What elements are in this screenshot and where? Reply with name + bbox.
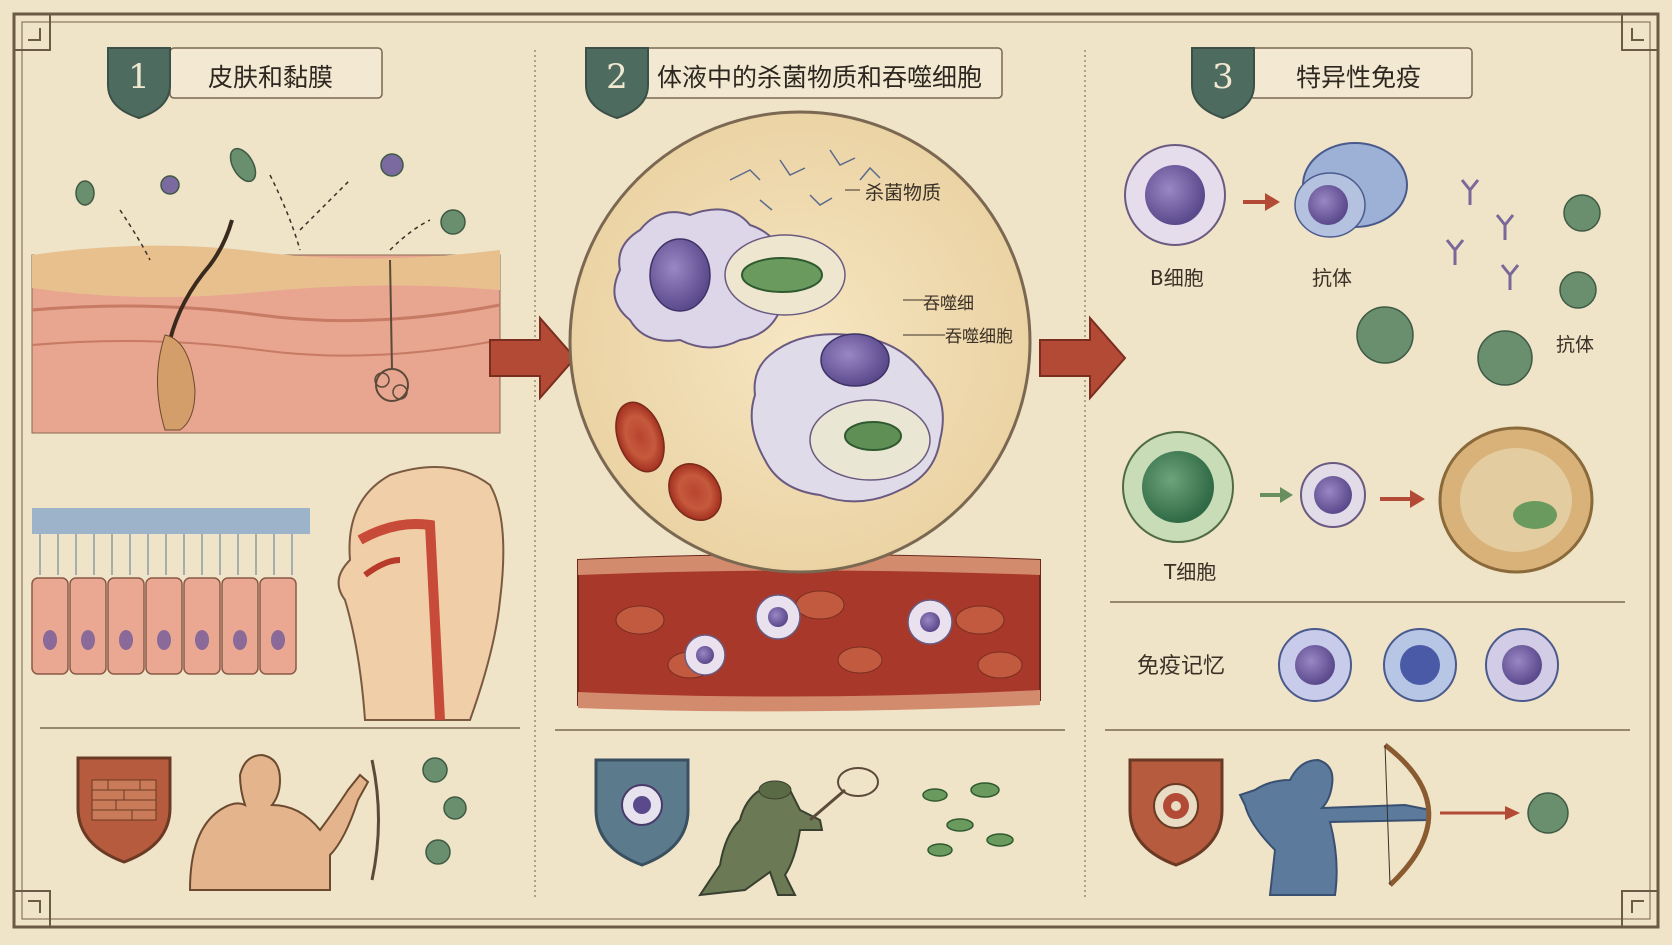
target-virus [1527, 792, 1569, 834]
shield-badge-3 [1191, 47, 1255, 120]
shield-badge-2 [585, 47, 649, 120]
panel-2-number: 2 [606, 57, 628, 97]
pathogen-trajectory-arrows [119, 174, 431, 261]
arrow-panel1-to-panel2 [489, 315, 577, 401]
head-profile-respiratory-tract [337, 466, 505, 721]
deflected-pathogens [422, 757, 467, 865]
phagocyte-soldier-scene [594, 758, 879, 897]
skin-barrier-scene [76, 753, 380, 891]
t-cell-row [1122, 426, 1594, 574]
fleeing-bacteria [922, 782, 1014, 857]
panel-1-header [107, 47, 383, 120]
magnified-view-circle [568, 110, 1032, 574]
panel-dividers [534, 50, 1086, 900]
phagocyte-upper [613, 208, 846, 349]
inner-frame [21, 21, 1651, 920]
panel-2-title: 体液中的杀菌物质和吞噬细胞 [657, 63, 983, 92]
panel-1-title: 皮肤和黏膜 [208, 63, 334, 92]
label-immune-memory: 免疫记忆 [1137, 654, 1226, 679]
b-cell-row [1124, 142, 1601, 386]
archer-figure [1238, 758, 1431, 896]
plasma-cell [1294, 142, 1408, 238]
label-bactericidal-substance: 杀菌物质 [865, 182, 942, 204]
section-rules [40, 601, 1630, 731]
destroyed-target-cell [1438, 426, 1594, 574]
phagocyte-lower [750, 333, 944, 503]
archer-scene [1128, 743, 1569, 896]
label-b-cell: B细胞 [1150, 266, 1204, 290]
label-t-cell: T细胞 [1164, 560, 1217, 584]
label-phagocyte-line-2: 吞噬细胞 [945, 327, 1013, 347]
arrow-effector-to-target [1380, 490, 1425, 508]
antibody-bound-viruses [1356, 194, 1601, 386]
bow [1383, 743, 1432, 887]
engulfed-bacterium-lower [844, 421, 902, 451]
panel-2-header [585, 47, 1003, 120]
man-blocking-figure [188, 753, 370, 891]
sweat-gland [389, 259, 393, 371]
blood-vessel [577, 554, 1041, 712]
memory-cells [1278, 628, 1559, 702]
label-antibody-right: 抗体 [1556, 334, 1595, 356]
arrow-t-to-effector [1260, 487, 1293, 503]
label-leader-lines [845, 189, 945, 336]
arrow-panel2-to-panel3 [1039, 315, 1127, 401]
panel-3-header [1191, 47, 1473, 120]
corner-ornaments [14, 14, 1658, 927]
airborne-pathogens [75, 147, 466, 235]
antibody-y-shapes [1445, 179, 1520, 290]
label-antibody: 抗体 [1312, 266, 1352, 290]
label-phagocyte-line-1: 吞噬细 [923, 294, 974, 314]
mucous-membrane-cells [31, 508, 310, 675]
outer-frame [12, 12, 1660, 929]
panel-3-number: 3 [1212, 57, 1234, 97]
red-blood-cells [615, 401, 722, 521]
panel-3-title: 特异性免疫 [1296, 63, 1422, 92]
bactericidal-substance-fragments [729, 149, 881, 211]
engulfed-bacterium-upper [741, 257, 823, 293]
shield-badge-1 [107, 47, 171, 120]
panel-1-number: 1 [128, 57, 150, 97]
arrow-b-to-plasma [1243, 193, 1280, 211]
